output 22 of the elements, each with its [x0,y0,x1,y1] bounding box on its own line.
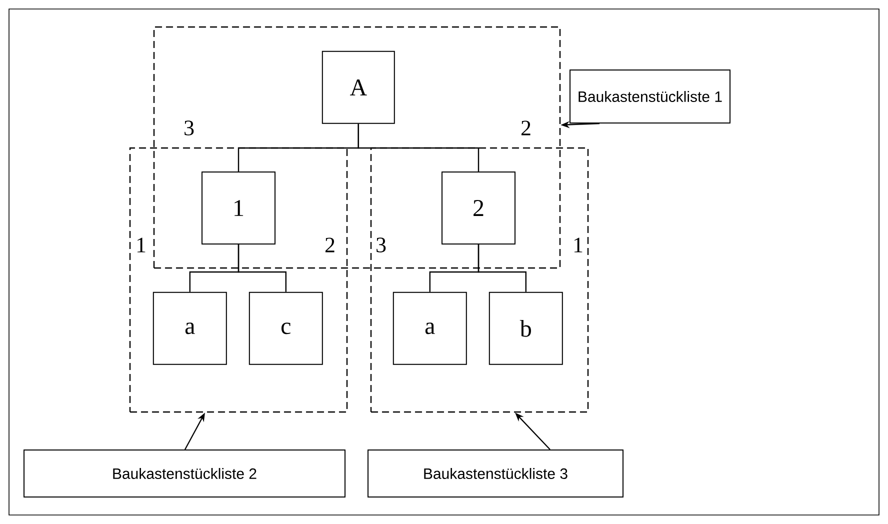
part-box: 2 [442,172,516,244]
quantity-number: 3 [184,120,194,136]
callout-box: Baukastenstückliste 2 [24,450,346,498]
part-box: a [152,292,227,365]
connector-line [478,244,526,292]
quantity-number: 3 [376,238,386,252]
dashed-region [129,147,348,413]
dashed-region [370,147,589,413]
connector-line [358,124,480,172]
part-box: 1 [202,172,276,244]
quantity-number: 1 [574,238,582,252]
quantity-number: 2 [325,238,334,252]
dashed-region [153,26,561,269]
callout-box: Baukastenstückliste 3 [368,450,624,498]
callout-box: Baukastenstückliste 1 [570,70,730,124]
quantity-number: 1 [137,238,146,252]
part-box: b [488,292,563,365]
part-box: a [392,292,467,365]
part-box: c [248,292,323,365]
part-box: A [322,50,395,124]
quantity-number: 2 [521,120,530,136]
connector-line [238,244,287,292]
